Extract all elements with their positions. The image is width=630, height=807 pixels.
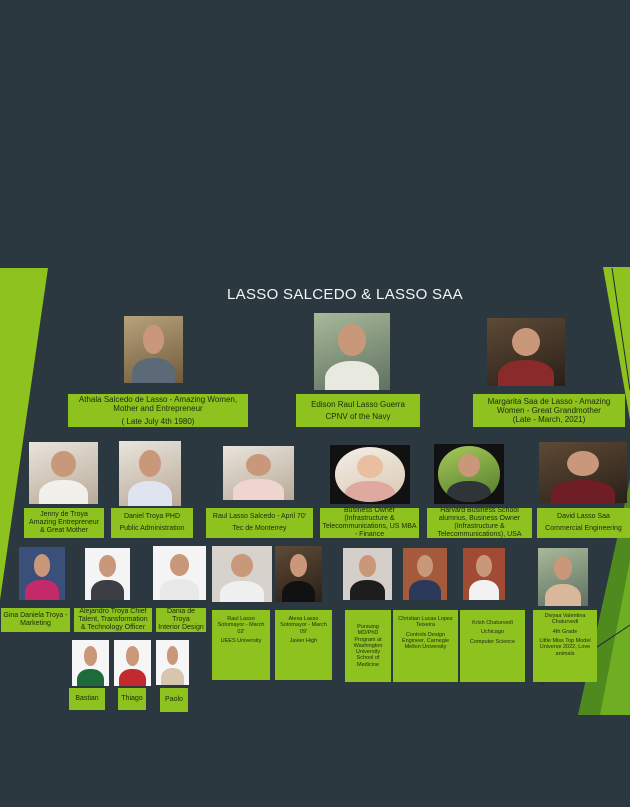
photo-dania bbox=[153, 546, 206, 600]
card-text: Divyaa Valentina Chaturvedi bbox=[544, 613, 586, 626]
photo-alexa bbox=[275, 546, 322, 602]
card-alejandro: Alejandro Troya Chief Talent, Transforma… bbox=[74, 608, 152, 632]
card-md-phd-student: Pursuing MD/PhD Program at Washington Un… bbox=[345, 610, 391, 682]
photo-krish bbox=[463, 548, 505, 600]
card-text: Edison Raul Lasso Guerra bbox=[311, 399, 405, 409]
card-raul-salcedo: Raul Lasso Salcedo - April 70' Tec de Mon… bbox=[206, 508, 313, 538]
card-text: Computer Science bbox=[469, 638, 516, 645]
card-text: David Lasso Saa bbox=[557, 513, 610, 521]
card-jenny: Jenny de Troya Amazing Entrepreneur & Gr… bbox=[24, 508, 104, 538]
card-text: Gina Daniela Troya - Marketing bbox=[3, 611, 68, 627]
card-bastian: Bastian bbox=[69, 688, 105, 710]
photo-raul-salcedo bbox=[223, 446, 294, 500]
photo-raul-sotomayor bbox=[212, 546, 272, 602]
card-business-owner: Business Owner (Infrastructure & Telecom… bbox=[320, 506, 419, 539]
card-text: Raul Lasso Salcedo - April 70' bbox=[212, 513, 307, 521]
card-gina: Gina Daniela Troya - Marketing bbox=[1, 608, 70, 632]
card-text: Commercial Engineering bbox=[545, 524, 622, 532]
card-daniel: Daniel Troya PHD Public Administration bbox=[111, 508, 193, 538]
card-text: Little Miss Top Model Universe 2022, Lov… bbox=[539, 637, 591, 657]
card-text: Margarita Saa de Lasso - Amazing Women -… bbox=[487, 396, 611, 415]
card-text: Thiago bbox=[121, 694, 143, 702]
card-text: Business Owner (Infrastructure & Telecom… bbox=[322, 506, 417, 539]
photo-daniel bbox=[119, 441, 181, 506]
photo-bastian bbox=[72, 640, 109, 686]
card-alexa: Alexa Lasso Sotomayor - March 09' Javier … bbox=[275, 610, 332, 680]
card-athala: Athala Salcedo de Lasso - Amazing Women,… bbox=[68, 394, 248, 427]
card-text: Harvard Business School alumnus, Busines… bbox=[437, 506, 522, 539]
photo-business-owner bbox=[330, 445, 410, 504]
card-paolo: Paolo bbox=[160, 688, 188, 712]
slide-title: LASSO SALCEDO & LASSO SAA bbox=[227, 286, 463, 303]
photo-alejandro bbox=[85, 548, 130, 600]
card-text: Paolo bbox=[165, 695, 183, 703]
photo-athala bbox=[124, 316, 183, 383]
card-text: Public Administration bbox=[119, 524, 185, 532]
card-text: Controls Design Engineer, Carnegie Mello… bbox=[401, 631, 450, 651]
photo-gina bbox=[19, 547, 65, 600]
card-text: Jenny de Troya Amazing Entrepreneur & Gr… bbox=[28, 510, 100, 535]
card-text: Dania de Troya bbox=[166, 607, 196, 623]
photo-md-phd-student bbox=[343, 548, 392, 600]
card-text: Christian Lucas Lopez Teixeira bbox=[398, 616, 453, 629]
photo-paolo bbox=[156, 640, 189, 685]
card-thiago: Thiago bbox=[118, 688, 146, 710]
photo-edison bbox=[314, 313, 390, 390]
right-green-accent-top bbox=[603, 267, 630, 420]
photo-thiago bbox=[114, 640, 151, 686]
card-text: CPNV of the Navy bbox=[325, 412, 391, 421]
card-text: Krish Chaturvedi bbox=[472, 620, 513, 626]
decor-line bbox=[611, 267, 630, 391]
card-text: Pursuing MD/PhD Program at Washington Un… bbox=[353, 623, 383, 668]
card-text: Raul Lasso Sotomayor - March 02' bbox=[217, 616, 265, 635]
photo-harvard-alumnus bbox=[434, 444, 504, 504]
card-text: Tec de Monterrey bbox=[232, 524, 287, 532]
photo-margarita bbox=[487, 318, 565, 386]
photo-david bbox=[539, 442, 627, 503]
card-text: Javier High bbox=[289, 637, 318, 644]
card-text: (Late - March, 2021) bbox=[512, 415, 586, 425]
card-text: UEES University bbox=[220, 637, 262, 644]
card-text: Athala Salcedo de Lasso - Amazing Women,… bbox=[78, 395, 238, 414]
card-harvard-alumnus: Harvard Business School alumnus, Busines… bbox=[427, 506, 532, 539]
card-text: Uchicago bbox=[481, 629, 504, 636]
card-margarita: Margarita Saa de Lasso - Amazing Women -… bbox=[473, 394, 625, 427]
left-green-accent bbox=[0, 268, 48, 600]
card-text: Interior Design bbox=[158, 624, 204, 632]
photo-christian bbox=[403, 548, 447, 600]
photo-jenny bbox=[29, 442, 98, 504]
card-text: 4th Grade bbox=[552, 628, 578, 635]
card-text: ( Late July 4th 1980) bbox=[121, 416, 195, 426]
photo-divyaa bbox=[538, 548, 588, 606]
right-green-accent-bottom bbox=[600, 560, 630, 715]
card-text: Alejandro Troya Chief Talent, Transforma… bbox=[78, 607, 148, 632]
card-text: Bastian bbox=[75, 694, 99, 702]
card-text: Daniel Troya PHD bbox=[123, 513, 181, 521]
card-raul-sotomayor: Raul Lasso Sotomayor - March 02' UEES Uni… bbox=[212, 610, 270, 680]
card-text: Alexa Lasso Sotomayor - March 09' bbox=[280, 616, 327, 635]
